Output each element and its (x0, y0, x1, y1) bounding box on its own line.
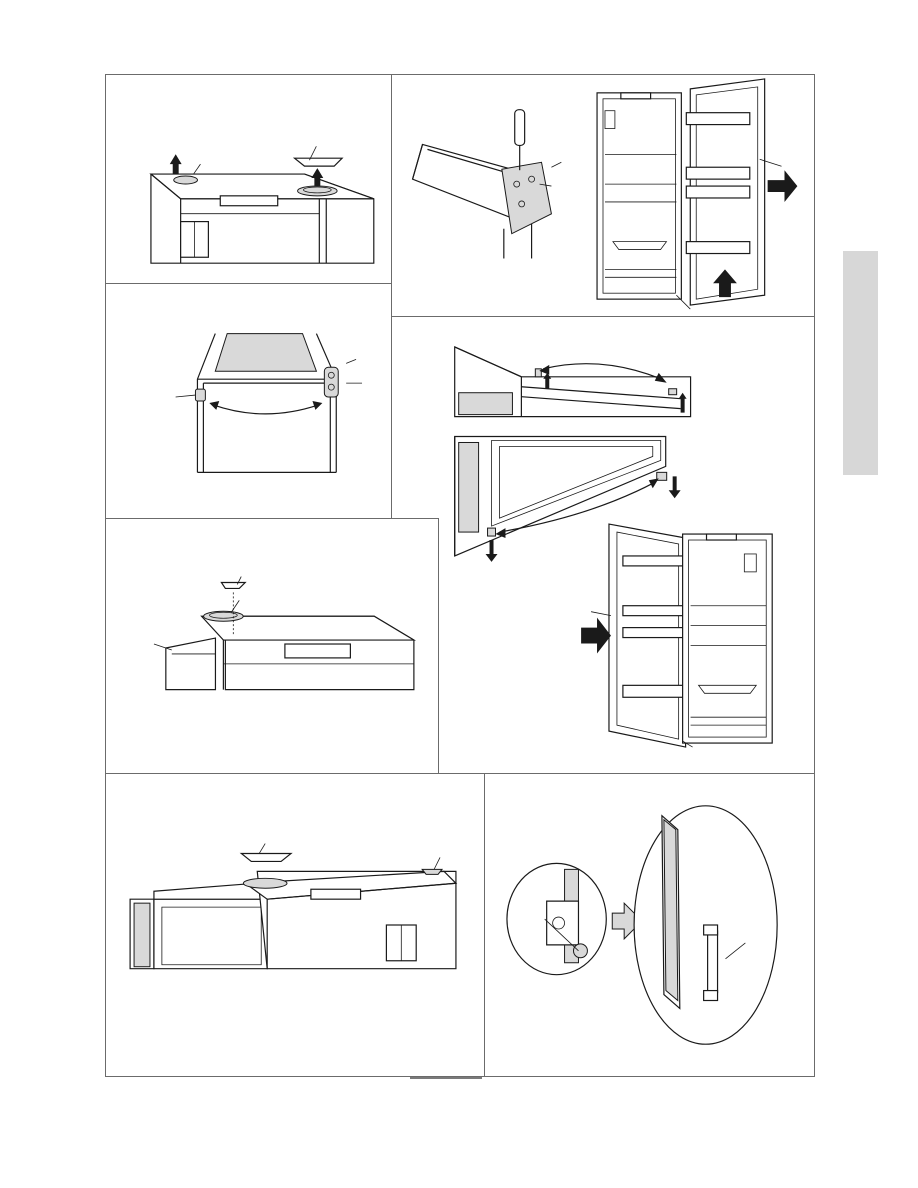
double-arrow-icon (213, 405, 318, 414)
arrow-right-icon (768, 170, 798, 202)
cabinet-bottom-icon (392, 317, 814, 773)
arrow-right-icon (581, 618, 611, 654)
door-refit-icon (591, 524, 772, 747)
side-tab (843, 251, 878, 475)
hinge-bracket-icon (413, 144, 562, 258)
hinge-pin-icon (195, 367, 338, 401)
hinge-cover-icon (243, 878, 287, 888)
hinge-cover-icon (174, 176, 198, 184)
cabinet-top-icon (106, 75, 391, 283)
panel-move-handle (484, 773, 815, 1077)
cabinet-open-door-icon (106, 774, 484, 1076)
door-removal-icon (597, 79, 781, 309)
panel-unscrew-top-hinge (391, 74, 815, 317)
panel-refit-hinge-cover (105, 518, 439, 774)
panel-remove-top-covers (105, 74, 392, 284)
screwdriver-icon (515, 110, 525, 170)
panel-swap-hinge-pins (105, 283, 392, 519)
handle-detail-icon (507, 863, 606, 974)
footer-rule (410, 1077, 482, 1079)
panel-move-lower-hinge (391, 316, 815, 774)
panel-close-door-fit-covers (105, 773, 485, 1077)
cabinet-front-icon (106, 284, 391, 518)
door-handle-icon (634, 806, 777, 1044)
cabinet-top-icon (106, 519, 438, 773)
